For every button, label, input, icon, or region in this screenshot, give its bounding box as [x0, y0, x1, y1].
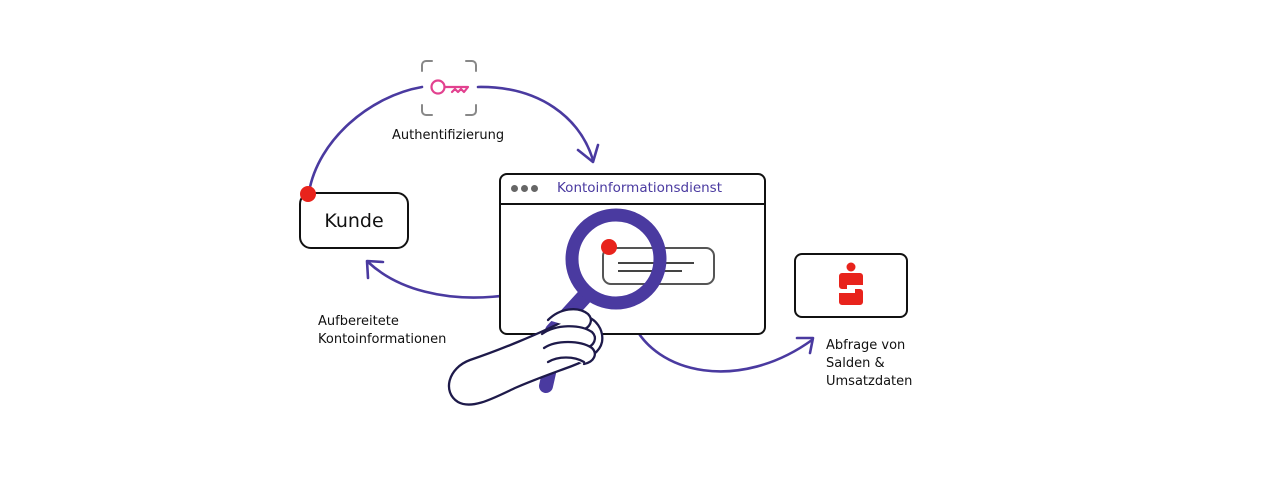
- arrow-dienst-to-bank: [630, 319, 814, 373]
- dienst-window: Kontoinformationsdienst: [499, 173, 766, 335]
- dienst-title: Kontoinformationsdienst: [557, 180, 723, 196]
- arrowhead-auth-to-dienst: [576, 143, 600, 164]
- kunde-node: Kunde: [299, 192, 409, 249]
- auth-label: Authentifizierung: [392, 128, 505, 143]
- abfrage-label: Abfrage von Salden & Umsatzdaten: [826, 338, 913, 389]
- arrowhead-dienst-to-kunde: [365, 259, 385, 280]
- sparkasse-logo-icon: [839, 262, 863, 305]
- dienst-connector-dot: [601, 239, 617, 255]
- arrow-auth-to-dienst: [476, 85, 595, 162]
- bank-node: [794, 253, 908, 318]
- arrow-kunde-to-auth: [307, 85, 424, 194]
- window-dots-icon: [511, 185, 538, 192]
- aufbereitet-label: Aufbereitete Kontoinformationen: [318, 314, 447, 347]
- arrowhead-dienst-to-bank: [795, 336, 815, 355]
- kunde-label: Kunde: [324, 209, 384, 232]
- key-icon: [421, 60, 477, 116]
- kunde-connector-dot: [300, 186, 316, 202]
- window-title-bar: Kontoinformationsdienst: [501, 175, 764, 205]
